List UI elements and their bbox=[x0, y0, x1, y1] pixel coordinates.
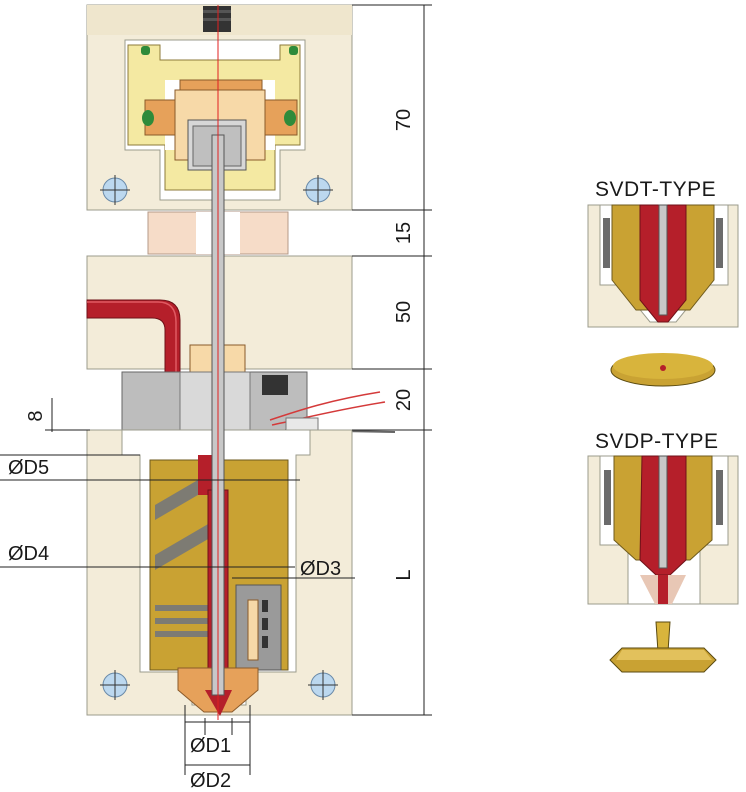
dim-d4: ØD4 bbox=[8, 543, 49, 565]
dimension-lines bbox=[0, 4, 432, 775]
dim-d5: ØD5 bbox=[8, 457, 49, 479]
dim-8: 8 bbox=[25, 410, 47, 421]
dim-70: 70 bbox=[393, 109, 415, 131]
dim-d3: ØD3 bbox=[300, 558, 341, 580]
dim-50: 50 bbox=[393, 301, 415, 323]
svdp-detail bbox=[587, 455, 739, 673]
screw-hole-left-top bbox=[100, 175, 130, 205]
dim-d2: ØD2 bbox=[190, 770, 231, 792]
svdp-type-label: SVDP-TYPE bbox=[595, 430, 719, 453]
screw-hole-right-bottom bbox=[308, 670, 338, 700]
dim-20: 20 bbox=[393, 389, 415, 411]
svdt-type-label: SVDT-TYPE bbox=[595, 178, 716, 201]
svdt-detail bbox=[587, 204, 739, 387]
top-clamp-plate bbox=[86, 4, 353, 211]
dim-L: L bbox=[393, 569, 415, 580]
screw-hole-left-bottom bbox=[100, 670, 130, 700]
dim-15: 15 bbox=[393, 222, 415, 244]
valve-pin bbox=[211, 5, 225, 720]
dim-d1: ØD1 bbox=[190, 735, 231, 757]
screw-hole-right-top bbox=[303, 175, 333, 205]
